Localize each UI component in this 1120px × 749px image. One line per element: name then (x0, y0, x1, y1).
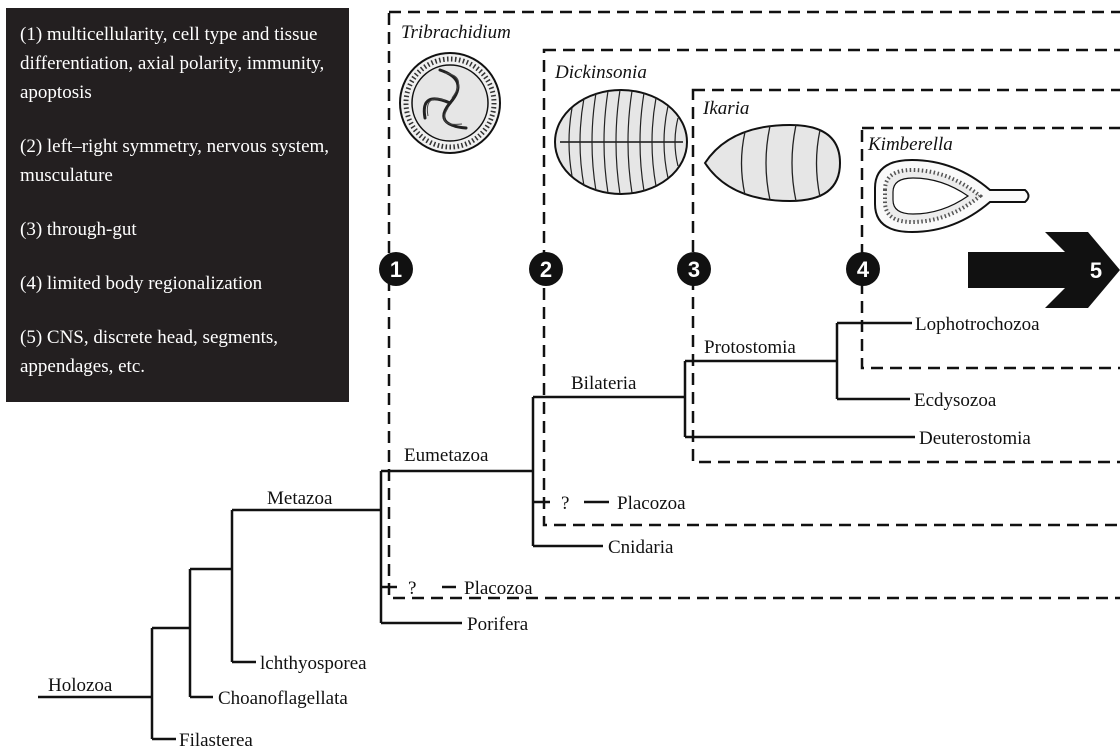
label-choanoflagellata: Choanoflagellata (218, 688, 348, 709)
label-ecdysozoa: Ecdysozoa (914, 390, 997, 411)
label-cnidaria: Cnidaria (608, 537, 674, 558)
fossil-name-tribrachidium: Tribrachidium (401, 22, 511, 43)
marker-3-label: 3 (688, 257, 700, 282)
label-ichthyosporea: lchthyosporea (260, 653, 367, 674)
label-porifera: Porifera (467, 614, 529, 635)
tribrachidium-illustration (400, 53, 500, 153)
dickinsonia-illustration (555, 90, 687, 194)
uncertain-mark-eumetazoa: ? (561, 493, 569, 514)
fossil-name-dickinsonia: Dickinsonia (554, 62, 647, 83)
fossil-name-ikaria: Ikaria (702, 98, 749, 119)
label-metazoa: Metazoa (267, 488, 333, 509)
kimberella-illustration (875, 160, 1029, 232)
marker-3: 3 (677, 252, 711, 286)
uncertain-mark-basal: ? (408, 578, 416, 599)
label-filasterea: Filasterea (179, 730, 253, 749)
fossil-name-kimberella: Kimberella (867, 134, 953, 155)
marker-4-label: 4 (857, 257, 870, 282)
label-lophotrochozoa: Lophotrochozoa (915, 314, 1040, 335)
label-placozoa-eumetazoa: Placozoa (617, 493, 686, 514)
marker-4: 4 (846, 252, 880, 286)
marker-1-label: 1 (390, 257, 402, 282)
ikaria-illustration (705, 125, 840, 201)
label-eumetazoa: Eumetazoa (404, 445, 489, 466)
marker-2: 2 (529, 252, 563, 286)
tree-branches (38, 323, 915, 739)
label-protostomia: Protostomia (704, 337, 796, 358)
arrow-marker-5: 5 (968, 232, 1120, 308)
marker-2-label: 2 (540, 257, 552, 282)
label-placozoa-basal: Placozoa (464, 578, 533, 599)
marker-1: 1 (379, 252, 413, 286)
label-deuterostomia: Deuterostomia (919, 428, 1031, 449)
marker-5-label: 5 (1090, 258, 1102, 283)
label-holozoa: Holozoa (48, 675, 113, 696)
label-bilateria: Bilateria (571, 373, 637, 394)
